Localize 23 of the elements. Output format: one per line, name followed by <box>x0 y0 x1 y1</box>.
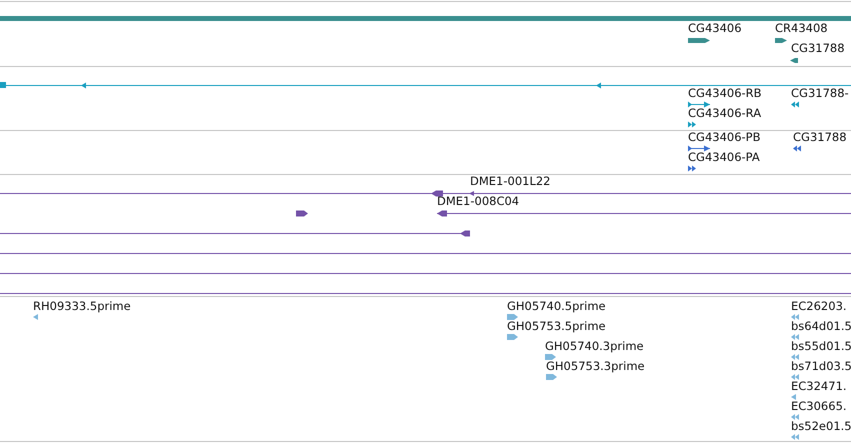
feature-label: DME1-001L22 <box>470 175 550 188</box>
feature-label: EC32471. <box>791 380 847 393</box>
feature-label: GH05753.3prime <box>546 360 645 373</box>
feature-label: bs52e01.5 <box>791 420 851 433</box>
feature-label: CG43406-RB <box>688 87 762 100</box>
feature-label: bs55d01.5 <box>791 340 851 353</box>
feature-label: CG43406 <box>688 22 742 35</box>
feature-label: EC30665. <box>791 400 847 413</box>
feature-label: EC26203. <box>791 300 847 313</box>
feature-label: GH05740.3prime <box>545 340 644 353</box>
feature-label: CG31788 <box>793 131 847 144</box>
feature-label: RH09333.5prime <box>33 300 131 313</box>
feature-label: CG31788- <box>791 87 849 100</box>
feature-label: CG43406-RA <box>688 107 762 120</box>
feature-label: CG43406-PB <box>688 131 760 144</box>
feature-label: bs71d03.5 <box>791 360 851 373</box>
feature-label: CG43406-PA <box>688 151 760 164</box>
feature-label: bs64d01.5 <box>791 320 851 333</box>
feature-label: CR43408 <box>775 22 828 35</box>
feature-label: GH05740.5prime <box>507 300 606 313</box>
feature-label: GH05753.5prime <box>507 320 606 333</box>
feature-label: CG31788 <box>791 42 845 55</box>
feature-label: DME1-008C04 <box>437 195 520 208</box>
